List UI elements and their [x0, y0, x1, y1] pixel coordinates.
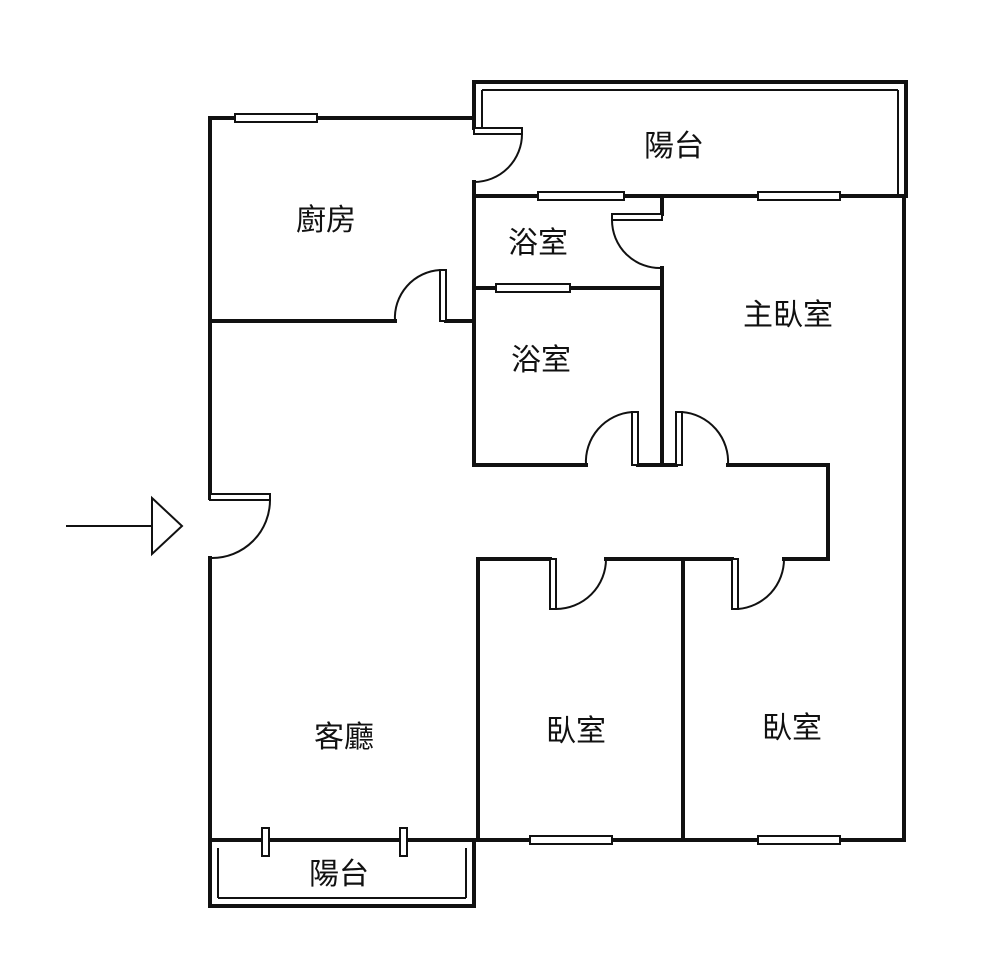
windows [234, 113, 841, 857]
label-living-room: 客廳 [314, 720, 374, 755]
window-kitchen [234, 113, 318, 123]
door-bedroom-middle [549, 558, 607, 610]
label-balcony-top: 陽台 [644, 129, 704, 164]
door-bath-lower [584, 411, 639, 466]
label-balcony-bottom: 陽台 [309, 857, 369, 892]
label-bedroom-middle: 臥室 [546, 714, 606, 749]
label-kitchen: 廚房 [296, 203, 356, 238]
room-labels: 陽台 廚房 浴室 浴室 主臥室 客廳 臥室 臥室 陽台 [296, 129, 833, 892]
balcony-post-right [399, 827, 408, 857]
window-bedroom-middle [529, 835, 613, 845]
window-bath-lower [495, 283, 571, 293]
door-master [675, 411, 730, 466]
window-master [757, 191, 841, 201]
door-kitchen [393, 269, 447, 322]
label-bedroom-right: 臥室 [762, 711, 822, 746]
entrance-arrow-icon [66, 495, 184, 557]
window-bath-upper [537, 191, 625, 201]
balcony-post-left [261, 827, 270, 857]
label-bath-lower: 浴室 [511, 343, 571, 378]
door-kitchen-balcony [473, 127, 523, 183]
door-entrance [209, 493, 271, 559]
label-bath-upper: 浴室 [508, 226, 568, 261]
door-bath-upper [610, 213, 663, 270]
door-bedroom-right [731, 558, 786, 610]
window-bedroom-right [757, 835, 841, 845]
doors [209, 127, 786, 610]
label-master-bedroom: 主臥室 [743, 298, 833, 333]
